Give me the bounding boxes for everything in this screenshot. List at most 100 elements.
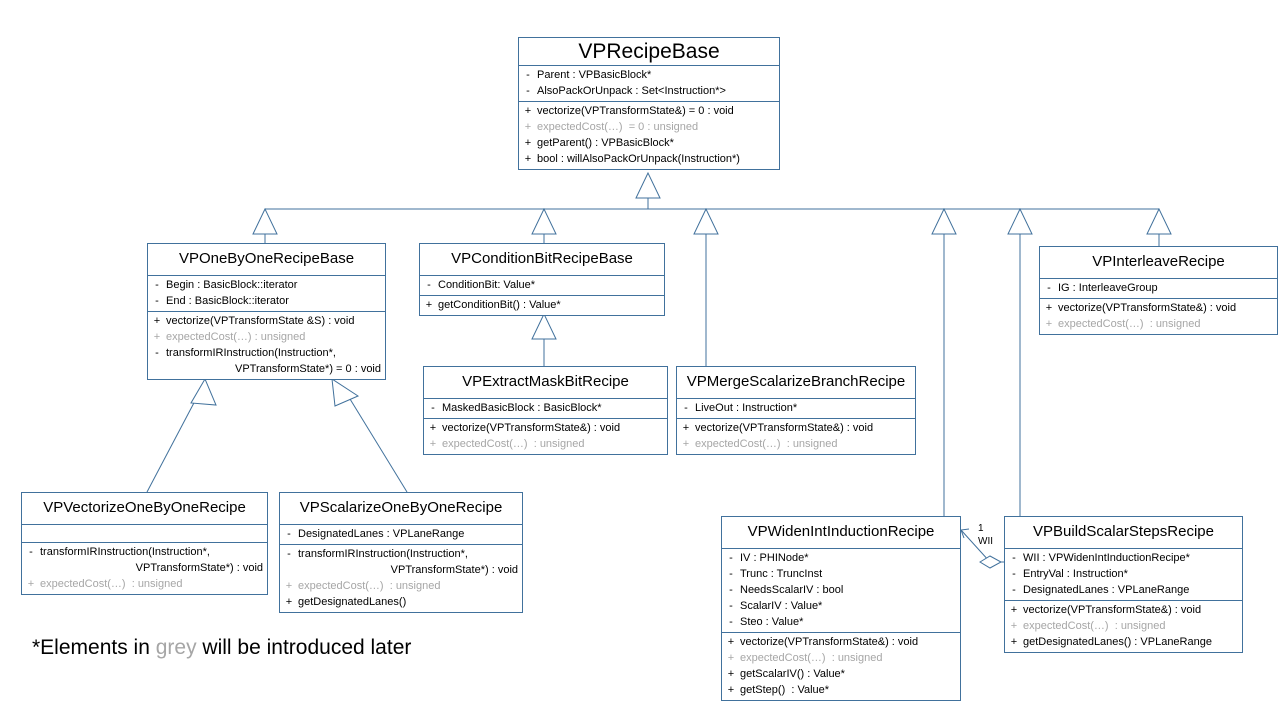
attribute-text: NeedsScalarIV : bool [740, 582, 960, 598]
operation-row: + vectorize(VPTransformState&) : void [424, 420, 667, 436]
operation-text: getConditionBit() : Value* [438, 297, 664, 313]
visibility-marker: + [524, 121, 532, 133]
attribute-text: Parent : VPBasicBlock* [537, 67, 779, 83]
member-signature: expectedCost(…) : unsigned [298, 580, 441, 592]
member-signature: ScalarIV : Value* [740, 600, 823, 612]
attribute-row: -Steo : Value* [722, 614, 960, 630]
attributes-compartment: -MaskedBasicBlock : BasicBlock* [424, 399, 667, 419]
visibility-marker: + [682, 438, 690, 450]
member-signature: ConditionBit: Value* [438, 279, 536, 291]
visibility-marker: + [153, 315, 161, 327]
class-vprecipebase[interactable]: VPRecipeBase-Parent : VPBasicBlock*-Also… [518, 37, 780, 170]
operation-row: +expectedCost(…) : unsigned [424, 436, 667, 452]
class-name: VPExtractMaskBitRecipe [424, 367, 667, 399]
operation-text: expectedCost(…) : unsigned [40, 576, 267, 592]
attribute-row: -WII : VPWidenIntInductionRecipe* [1005, 550, 1242, 566]
visibility-marker: - [155, 279, 159, 291]
member-signature: expectedCost(…) = 0 : unsigned [537, 121, 699, 133]
member-signature: End : BasicBlock::iterator [166, 295, 289, 307]
operation-text: expectedCost(…) : unsigned [740, 650, 960, 666]
class-vponebyonerecipebase[interactable]: VPOneByOneRecipeBase-Begin : BasicBlock:… [147, 243, 386, 380]
attributes-compartment: -ConditionBit: Value* [420, 276, 664, 296]
attributes-compartment: -Parent : VPBasicBlock*-AlsoPackOrUnpack… [519, 66, 779, 102]
operation-text: expectedCost(…) : unsigned [695, 436, 915, 452]
visibility-marker: - [684, 402, 688, 414]
member-signature: Steo : Value* [740, 616, 804, 628]
member-signature-continuation: VPTransformState*) : void [390, 564, 518, 576]
visibility-marker: + [425, 299, 433, 311]
arrowhead-merge [693, 207, 719, 235]
arrowhead-extract [531, 312, 557, 340]
visibility-marker: - [729, 616, 733, 628]
edge-scalarize-onebyone [349, 398, 408, 493]
class-vpwidenintinductionrecipe[interactable]: VPWidenIntInductionRecipe-IV : PHINode*-… [721, 516, 961, 701]
class-name: VPOneByOneRecipeBase [148, 244, 385, 276]
visibility-marker: - [526, 69, 530, 81]
operation-row: +expectedCost(…) : unsigned [1040, 316, 1277, 332]
visibility-marker: + [1045, 302, 1053, 314]
attribute-row: -NeedsScalarIV : bool [722, 582, 960, 598]
operation-text: expectedCost(…) : unsigned [298, 578, 522, 594]
visibility-marker: - [155, 347, 159, 359]
visibility-marker: + [682, 422, 690, 434]
attributes-compartment: -IG : InterleaveGroup [1040, 279, 1277, 299]
visibility-marker: - [1047, 282, 1051, 294]
class-vpbuildscalarstepsrecipe[interactable]: VPBuildScalarStepsRecipe-WII : VPWidenIn… [1004, 516, 1243, 653]
class-vpmergescalarizebranchrecipe[interactable]: VPMergeScalarizeBranchRecipe-LiveOut : I… [676, 366, 916, 455]
operation-row: + expectedCost(…) : unsigned [22, 576, 267, 592]
operation-text: expectedCost(…) : unsigned [1023, 618, 1242, 634]
operation-row: + vectorize(VPTransformState&) : void [1040, 300, 1277, 316]
visibility-marker: + [429, 422, 437, 434]
class-vpconditionbitrecipebase[interactable]: VPConditionBitRecipeBase-ConditionBit: V… [419, 243, 665, 316]
operation-text: vectorize(VPTransformState&) : void [740, 634, 960, 650]
attributes-compartment: -IV : PHINode*-Trunc : TruncInst-NeedsSc… [722, 549, 960, 633]
member-signature: vectorize(VPTransformState &S) : void [166, 315, 355, 327]
arrowhead-scalarize [331, 378, 360, 407]
member-signature: getDesignatedLanes() [298, 596, 407, 608]
visibility-marker: + [524, 137, 532, 149]
class-vpscalarizeonebyonerecipe[interactable]: VPScalarizeOneByOneRecipe-DesignatedLane… [279, 492, 523, 613]
attribute-row: -DesignatedLanes : VPLaneRange [1005, 582, 1242, 598]
member-signature: expectedCost(…) : unsigned [1023, 620, 1166, 632]
operation-row: +vectorize(VPTransformState&) = 0 : void [519, 103, 779, 119]
operation-text: vectorize(VPTransformState&) : void [442, 420, 667, 436]
class-name: VPVectorizeOneByOneRecipe [22, 493, 267, 525]
visibility-marker: + [727, 668, 735, 680]
member-signature: vectorize(VPTransformState&) = 0 : void [537, 105, 734, 117]
class-name: VPBuildScalarStepsRecipe [1005, 517, 1242, 549]
class-vpvectorizeonebyonerecipe[interactable]: VPVectorizeOneByOneRecipe-transformIRIns… [21, 492, 268, 595]
visibility-marker: - [155, 295, 159, 307]
edge-vectorize-onebyone [146, 398, 197, 493]
operation-text: vectorize(VPTransformState&) = 0 : void [537, 103, 779, 119]
operation-text: bool : willAlsoPackOrUnpack(Instruction*… [537, 151, 779, 167]
attribute-row: -LiveOut : Instruction* [677, 400, 915, 416]
member-signature: expectedCost(…) : unsigned [740, 652, 883, 664]
visibility-marker: + [1045, 318, 1053, 330]
member-signature: Trunc : TruncInst [740, 568, 823, 580]
member-signature: Begin : BasicBlock::iterator [166, 279, 298, 291]
class-vpinterleaverecipe[interactable]: VPInterleaveRecipe-IG : InterleaveGroup+… [1039, 246, 1278, 335]
operation-text: expectedCost(…) : unsigned [166, 329, 385, 345]
attribute-row: -Begin : BasicBlock::iterator [148, 277, 385, 293]
attribute-row: -MaskedBasicBlock : BasicBlock* [424, 400, 667, 416]
member-signature: getStep() : Value* [740, 684, 830, 696]
attributes-compartment: -WII : VPWidenIntInductionRecipe*-EntryV… [1005, 549, 1242, 601]
attribute-row: -DesignatedLanes : VPLaneRange [280, 526, 522, 542]
member-signature: vectorize(VPTransformState&) : void [740, 636, 919, 648]
operation-row: + vectorize(VPTransformState &S) : void [148, 313, 385, 329]
operation-row: +getParent() : VPBasicBlock* [519, 135, 779, 151]
operation-text: vectorize(VPTransformState&) : void [1058, 300, 1277, 316]
operation-row: +getDesignatedLanes() : VPLaneRange [1005, 634, 1242, 650]
attribute-text: ScalarIV : Value* [740, 598, 960, 614]
visibility-marker: + [27, 578, 35, 590]
operation-text: vectorize(VPTransformState &S) : void [166, 313, 385, 329]
operation-row: +getStep() : Value* [722, 682, 960, 698]
operation-text: getDesignatedLanes() : VPLaneRange [1023, 634, 1242, 650]
visibility-marker: - [1012, 568, 1016, 580]
member-signature: EntryVal : Instruction* [1023, 568, 1128, 580]
attribute-row: -AlsoPackOrUnpack : Set<Instruction*> [519, 83, 779, 99]
member-signature: IV : PHINode* [740, 552, 809, 564]
class-vpextractmaskbitrecipe[interactable]: VPExtractMaskBitRecipe-MaskedBasicBlock … [423, 366, 668, 455]
visibility-marker: - [1012, 552, 1016, 564]
